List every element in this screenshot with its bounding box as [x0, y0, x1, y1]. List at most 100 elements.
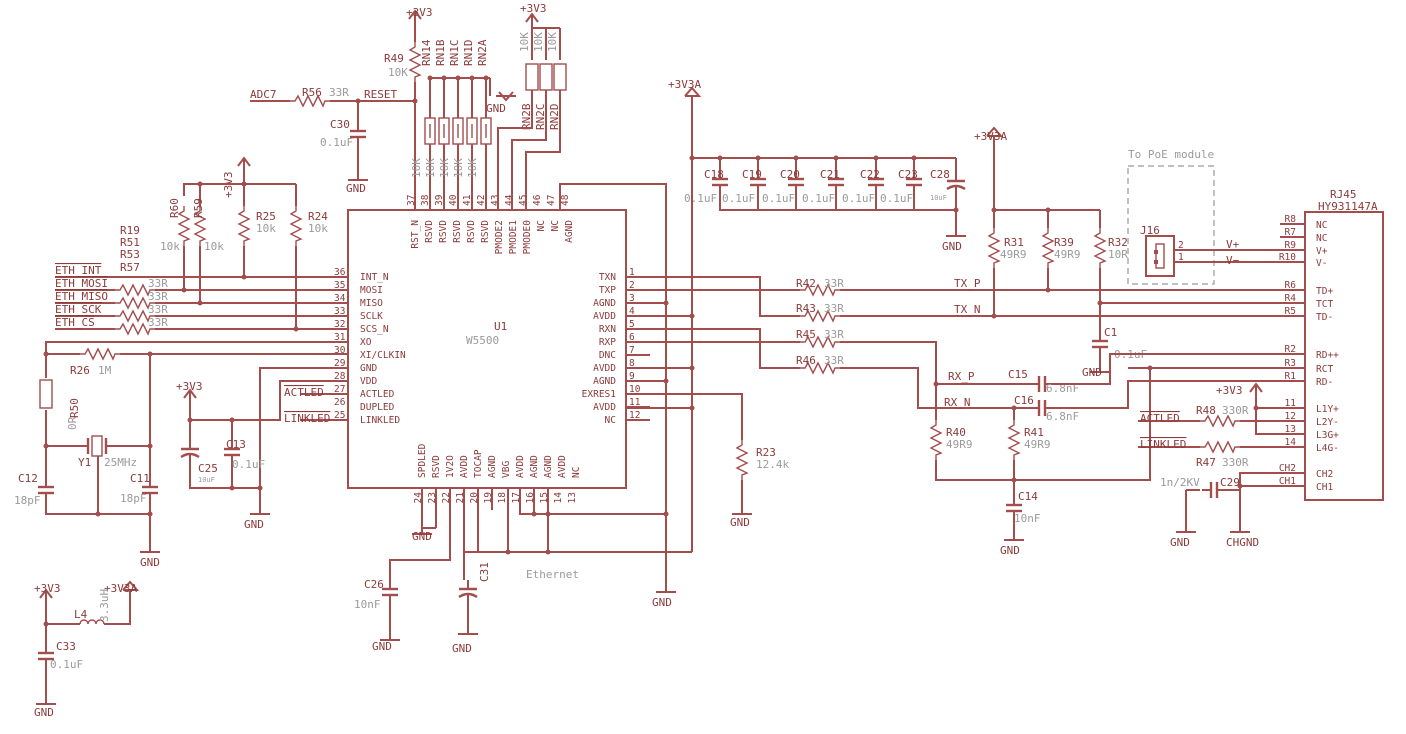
u1-pin-number: 28 [334, 371, 346, 382]
rj45-ref: RJ45 [1330, 188, 1357, 201]
rj45-pin-name: RCT [1316, 364, 1333, 375]
y1-ref: Y1 [78, 456, 91, 469]
u1-pin-number: 9 [629, 371, 635, 382]
r41-ref: R41 [1024, 426, 1044, 439]
r43-ref: R43 [796, 302, 816, 315]
u1-pin-name: GND [360, 363, 377, 374]
c14-ref: C14 [1018, 490, 1038, 503]
r49-ref: R49 [384, 52, 404, 65]
u1-pin-number: 46 [532, 194, 543, 206]
linkled-left-label: LINKLED [284, 412, 330, 425]
c23-value: 0.1uF [880, 192, 913, 205]
c25-value: 10uF [198, 476, 215, 484]
r23-value: 12.4k [756, 458, 789, 471]
rj45-pin-number: R6 [1285, 280, 1297, 291]
c22-ref: C22 [860, 168, 880, 181]
u1-pin-name: XO [360, 337, 372, 348]
u1-ref: U1 [494, 320, 507, 333]
u1-pin-name: RSVD [431, 455, 442, 478]
u1-pin-number: 40 [448, 194, 459, 206]
u1-bottom-network: GND GND C26 10nF GND C31 Ethernet [354, 488, 692, 655]
r47-value: 330R [1222, 456, 1249, 469]
u1-pin-name: INT_N [360, 272, 389, 283]
u1-pin-number: 39 [434, 194, 445, 206]
u1-pin-name: ACTLED [360, 389, 395, 400]
u1-pin-name: RST_N [410, 220, 421, 249]
p3v3-l4: +3V3 [34, 582, 61, 595]
u1-pin-number: 37 [406, 195, 417, 206]
rj45-connector: RJ45 HY931147A NCR8NCR7V+R9V-R10TD+R6TCT… [1279, 188, 1384, 501]
gnd-c31: GND [452, 642, 472, 655]
vplus-label: V+ [1226, 238, 1240, 251]
r33-mosi: 33R [148, 277, 168, 290]
r60-value: 10k [160, 240, 180, 253]
rx-n-label: RX_N [944, 396, 971, 409]
rj45-pin-number: R2 [1285, 344, 1296, 355]
r46-value: 33R [824, 354, 844, 367]
eth-sck-label: ETH_SCK [55, 303, 102, 316]
rj45-pin-number: R10 [1279, 252, 1296, 263]
spi-network: +3V3 R60 R59 R25 10k R24 10k 10k 10k R19… [55, 157, 348, 335]
rj45-pin-name: L1Y+ [1316, 404, 1339, 415]
rj45-body [1304, 211, 1384, 501]
u1-pin-number: 3 [629, 293, 635, 304]
r46-ref: R46 [796, 354, 816, 367]
gnd-right: GND [652, 596, 672, 609]
u1-pin-name: EXRES1 [582, 389, 617, 400]
rj45-pin-number: 12 [1285, 411, 1296, 422]
r45-ref: R45 [796, 328, 816, 341]
rj45-pin-number: 13 [1285, 424, 1296, 435]
y1-value: 25MHz [104, 456, 137, 469]
u1-pin-number: 2 [629, 280, 635, 291]
c30-ref: C30 [330, 118, 350, 131]
u1-pin-number: 43 [490, 195, 501, 206]
u1-top-pins: RST_N37RSVD38RSVD39RSVD40RSVD41RSVD42PMO… [406, 194, 575, 254]
r33-sck: 33R [148, 303, 168, 316]
rj45-pin-number: R9 [1285, 240, 1297, 251]
u1-pin-number: 32 [334, 319, 345, 330]
ethernet-label: Ethernet [526, 568, 579, 581]
r32-ref: R32 [1108, 236, 1128, 249]
rn1-value: 10K [438, 158, 451, 178]
u1-pin-number: 7 [629, 345, 635, 356]
gnd-c29: GND [1170, 536, 1190, 549]
u1-pin-name: PMODE0 [522, 220, 533, 255]
c22-value: 0.1uF [842, 192, 875, 205]
u1-left-pins: INT_N36MOSI35MISO34SCLK33SCS_N32XO31XI/C… [334, 267, 406, 426]
u1-pin-number: 17 [511, 492, 522, 503]
r43-value: 33R [824, 302, 844, 315]
u1-pin-name: DNC [599, 350, 616, 361]
vminus-label: V− [1226, 254, 1240, 267]
c11-ref: C11 [130, 472, 150, 485]
gnd-crystal: GND [140, 556, 160, 569]
r32-value: 10R [1108, 248, 1128, 261]
u1-pin-number: 42 [476, 195, 487, 206]
rn2c-value: 10K [532, 32, 545, 52]
u1-pin-number: 34 [334, 293, 346, 304]
u1-pin-number: 20 [469, 492, 480, 504]
u1-pin-number: 33 [334, 306, 345, 317]
gnd-c1: GND [1082, 366, 1102, 379]
rj45-pin-name: L4G- [1316, 443, 1339, 454]
u1-pin-name: NC [605, 415, 616, 426]
actled-left-label: ACTLED [284, 386, 324, 399]
crystal-network: R26 1M R50 0R Y1 25MHz GND C12 18pF C11 … [14, 341, 348, 569]
u1-pin-name: AVDD [593, 402, 616, 413]
l4-ref: L4 [74, 608, 88, 621]
u1-pin-name: MISO [360, 298, 383, 309]
r48-ref: R48 [1196, 404, 1216, 417]
rj45-pin-name: CH2 [1316, 469, 1333, 480]
rj45-pin-number: R8 [1285, 214, 1297, 225]
p3v3-r49: +3V3 [406, 6, 433, 19]
u1-pin-number: 29 [334, 358, 346, 369]
r59-value: 10k [204, 240, 224, 253]
gnd-caps: GND [942, 240, 962, 253]
rj45-pin-name: L3G+ [1316, 430, 1339, 441]
u1-pin-name: AGND [529, 455, 540, 478]
rn1-value: 10K [424, 158, 437, 178]
c13-value: 0.1uF [232, 458, 265, 471]
u1-pin-name: AVDD [459, 455, 470, 478]
u1-pin-name: VDD [360, 376, 377, 387]
rn2d-value: 10K [546, 32, 559, 52]
r33-miso: 33R [148, 290, 168, 303]
